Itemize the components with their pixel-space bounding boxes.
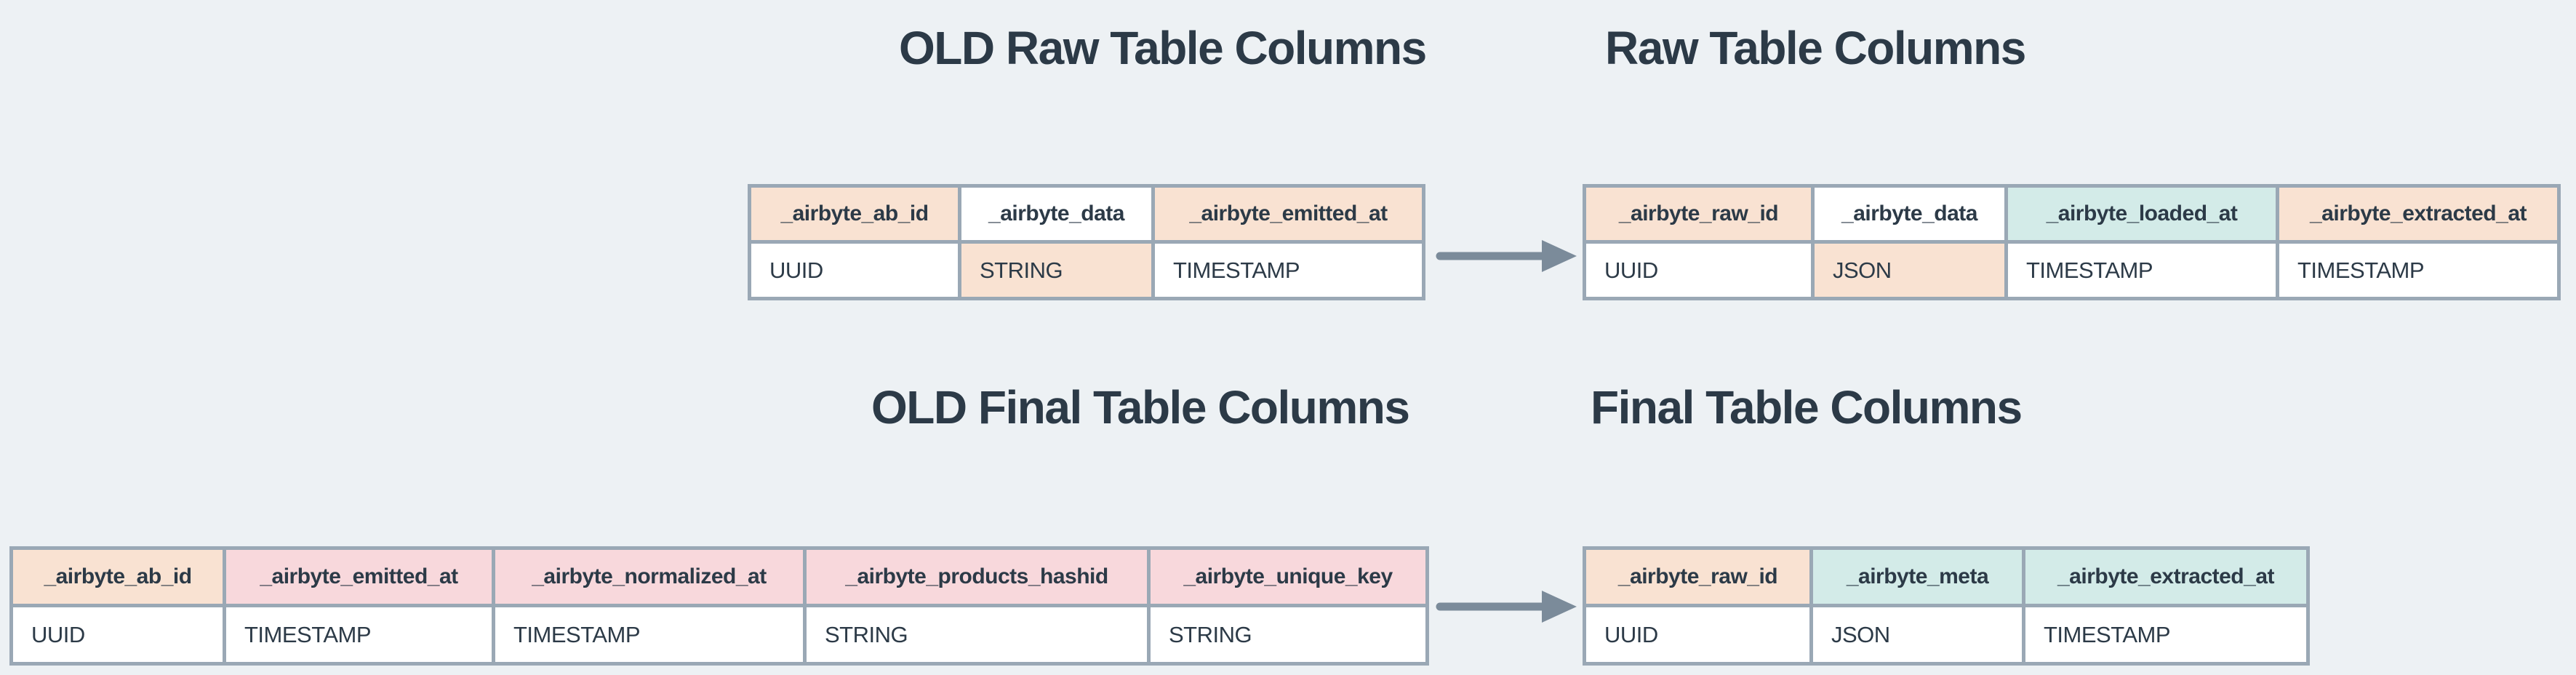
column-header-_airbyte_emitted_at: _airbyte_emitted_at	[226, 550, 492, 604]
column-type-_airbyte_meta: JSON	[1813, 607, 2022, 662]
title-old-final-table-columns: OLD Final Table Columns	[871, 381, 1410, 434]
column-type-_airbyte_products_hashid: STRING	[807, 607, 1147, 662]
arrow-right-icon	[1436, 240, 1577, 272]
column-type-_airbyte_raw_id: UUID	[1586, 607, 1809, 662]
column-header-_airbyte_ab_id: _airbyte_ab_id	[751, 188, 958, 240]
column-header-_airbyte_raw_id: _airbyte_raw_id	[1586, 550, 1809, 604]
column-type-_airbyte_emitted_at: TIMESTAMP	[226, 607, 492, 662]
column-type-_airbyte_ab_id: UUID	[751, 244, 958, 297]
arrow-right-icon	[1436, 591, 1577, 623]
table-old-final-columns: _airbyte_ab_id_airbyte_emitted_at_airbyt…	[9, 546, 1429, 666]
column-header-_airbyte_raw_id: _airbyte_raw_id	[1586, 188, 1811, 240]
column-type-_airbyte_emitted_at: TIMESTAMP	[1155, 244, 1422, 297]
column-type-_airbyte_ab_id: UUID	[13, 607, 223, 662]
table-old-raw-columns: _airbyte_ab_id_airbyte_data_airbyte_emit…	[748, 184, 1425, 300]
title-final-table-columns: Final Table Columns	[1591, 381, 2023, 434]
column-header-_airbyte_emitted_at: _airbyte_emitted_at	[1155, 188, 1422, 240]
table-raw-columns: _airbyte_raw_id_airbyte_data_airbyte_loa…	[1583, 184, 2561, 300]
column-header-_airbyte_extracted_at: _airbyte_extracted_at	[2025, 550, 2306, 604]
column-type-_airbyte_data: JSON	[1815, 244, 2004, 297]
column-type-_airbyte_data: STRING	[961, 244, 1151, 297]
title-old-raw-table-columns: OLD Raw Table Columns	[899, 22, 1427, 74]
table-final-columns: _airbyte_raw_id_airbyte_meta_airbyte_ext…	[1583, 546, 2310, 666]
title-raw-table-columns: Raw Table Columns	[1605, 22, 2026, 74]
column-header-_airbyte_normalized_at: _airbyte_normalized_at	[495, 550, 803, 604]
column-type-_airbyte_extracted_at: TIMESTAMP	[2025, 607, 2306, 662]
column-header-_airbyte_ab_id: _airbyte_ab_id	[13, 550, 223, 604]
column-type-_airbyte_loaded_at: TIMESTAMP	[2008, 244, 2276, 297]
column-header-_airbyte_extracted_at: _airbyte_extracted_at	[2279, 188, 2557, 240]
column-type-_airbyte_raw_id: UUID	[1586, 244, 1811, 297]
column-header-_airbyte_meta: _airbyte_meta	[1813, 550, 2022, 604]
column-header-_airbyte_data: _airbyte_data	[961, 188, 1151, 240]
column-header-_airbyte_unique_key: _airbyte_unique_key	[1151, 550, 1425, 604]
column-header-_airbyte_loaded_at: _airbyte_loaded_at	[2008, 188, 2276, 240]
column-header-_airbyte_data: _airbyte_data	[1815, 188, 2004, 240]
column-header-_airbyte_products_hashid: _airbyte_products_hashid	[807, 550, 1147, 604]
column-type-_airbyte_extracted_at: TIMESTAMP	[2279, 244, 2557, 297]
column-type-_airbyte_unique_key: STRING	[1151, 607, 1425, 662]
column-type-_airbyte_normalized_at: TIMESTAMP	[495, 607, 803, 662]
